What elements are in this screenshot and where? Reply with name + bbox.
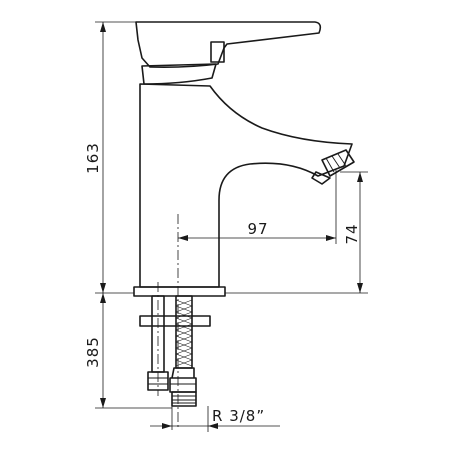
handle-button [210, 41, 225, 63]
hose-braiding [175, 299, 193, 367]
base-plate [133, 286, 226, 297]
threaded-connector [171, 391, 197, 407]
label-spout-height: 74 [343, 223, 361, 244]
mounting-hardware [139, 295, 211, 407]
body-and-spout [139, 83, 353, 288]
label-total-height: 163 [84, 142, 102, 174]
label-spout-reach: 97 [247, 220, 268, 238]
dimension-labels: 163 385 97 74 R 3/8” [84, 142, 361, 425]
label-thread-size: R 3/8” [212, 407, 265, 425]
centerlines [157, 214, 179, 430]
fixing-washer [139, 315, 211, 327]
spout-aerator [311, 149, 355, 185]
hose-fitting [169, 367, 197, 393]
lever-handle [135, 21, 322, 68]
faucet-body [133, 21, 355, 297]
label-hose-length: 385 [84, 336, 102, 368]
dimension-lines [95, 21, 368, 432]
